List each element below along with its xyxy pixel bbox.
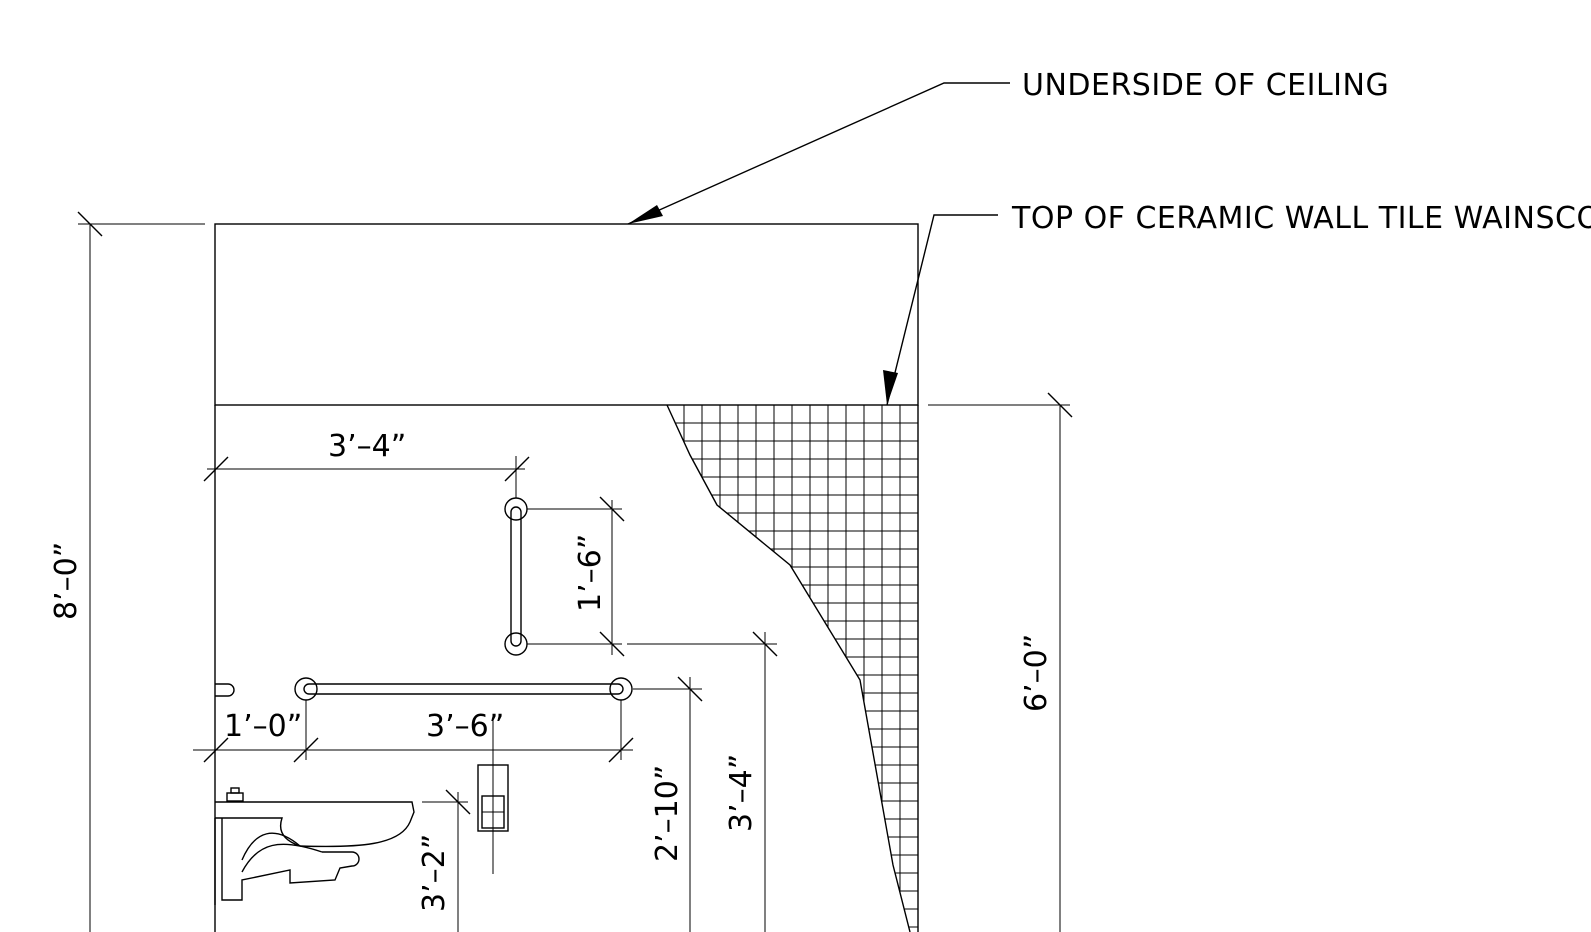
flush-valve-control (477, 714, 509, 874)
rear-bar-length-text: 3’–6” (426, 709, 504, 744)
vertical-bar-bottom-text: 3’–4” (724, 754, 759, 832)
wall-outline (214, 223, 919, 932)
vertical-bar-length-text: 1’–6” (573, 534, 608, 612)
rear-bar-height-text: 2’–10” (650, 765, 685, 862)
rear-bar-height-dimension: 2’–10” (633, 676, 703, 932)
wainscoat-height-dimension: 6’–0” (928, 392, 1073, 932)
vertical-bar-length-dimension: 1’–6” (527, 496, 625, 657)
wainscoat-height-text: 6’–0” (1019, 634, 1054, 712)
overall-height-dimension: 8’–0” (49, 211, 205, 932)
vertical-grab-bar (504, 497, 528, 656)
rear-bar-offset-text: 1’–0” (224, 709, 302, 744)
rear-grab-bar (215, 677, 633, 701)
wainscoat-label: TOP OF CERAMIC WALL TILE WAINSCOAT (1011, 201, 1591, 236)
grab-bar-offset-text: 3’–4” (328, 429, 406, 464)
grab-bar-offset-dimension: 3’–4” (203, 429, 530, 498)
wainscoat-leader: TOP OF CERAMIC WALL TILE WAINSCOAT (883, 201, 1591, 406)
lavatory-height-text: 3’–2” (417, 834, 452, 912)
lavatory-height-dimension: 3’–2” (417, 789, 471, 932)
ceiling-label: UNDERSIDE OF CEILING (1022, 68, 1389, 103)
ceramic-tile-wainscoat (666, 404, 918, 932)
lavatory (214, 787, 415, 905)
overall-height-text: 8’–0” (49, 542, 84, 620)
ceiling-leader: UNDERSIDE OF CEILING (627, 68, 1389, 225)
rear-bar-horizontal-dimensions: 1’–0” 3’–6” (193, 700, 634, 763)
vertical-bar-bottom-dimension: 3’–4” (627, 631, 778, 932)
